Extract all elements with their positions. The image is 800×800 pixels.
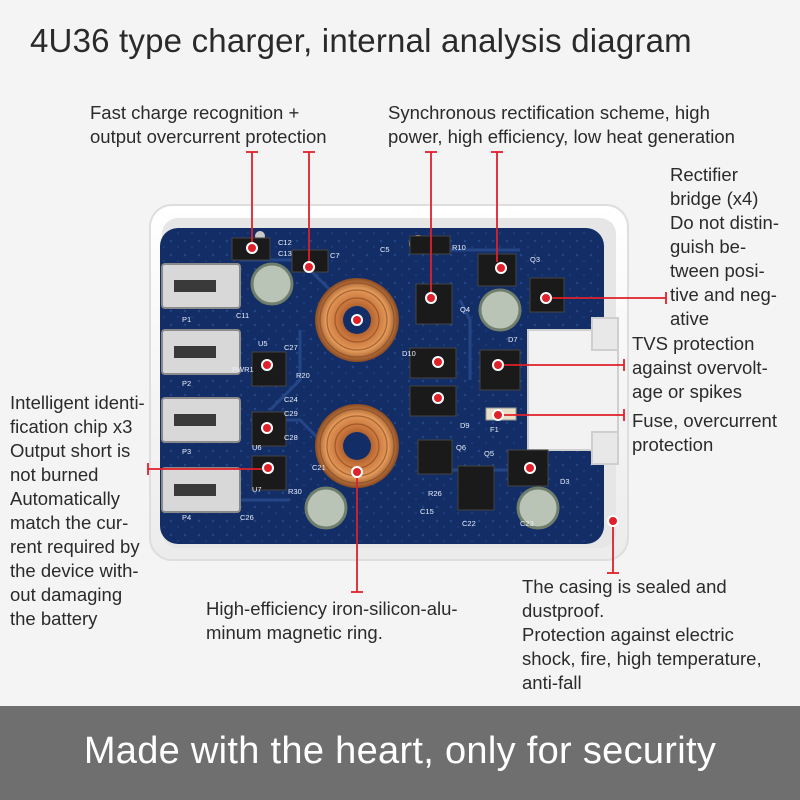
pcb-silkscreen-label: P2 — [182, 379, 191, 388]
pcb-silkscreen-label: Q3 — [530, 255, 540, 264]
pcb-silkscreen-label: P4 — [182, 513, 191, 522]
pcb-silkscreen-label: C26 — [240, 513, 254, 522]
annotation-casing: The casing is sealed and dustproof. Prot… — [522, 576, 762, 693]
pcb-silkscreen-label: D10 — [402, 349, 416, 358]
pcb-silkscreen-label: Q4 — [460, 305, 470, 314]
pcb-silkscreen-label: C12 — [278, 238, 292, 247]
marker-dot — [246, 242, 619, 527]
pcb-silkscreen-label: Q5 — [484, 449, 494, 458]
pcb-silkscreen-label: U7 — [252, 485, 262, 494]
pcb-silkscreen-label: R20 — [296, 371, 310, 380]
footer-banner: Made with the heart, only for security — [0, 706, 800, 800]
pcb-silkscreen-label: C29 — [284, 409, 298, 418]
pcb-silkscreen-label: C11 — [236, 311, 249, 320]
pcb-silkscreen-label: C7 — [330, 251, 340, 260]
annotation-tvs: TVS protection against overvolt- age or … — [632, 333, 768, 402]
pcb-silkscreen-label: C5 — [380, 245, 390, 254]
capacitor — [250, 262, 560, 530]
annotation-fuse: Fuse, overcurrent protection — [632, 410, 777, 455]
pcb-silkscreen-label: C28 — [284, 433, 298, 442]
pcb-silkscreen-label: C24 — [284, 395, 298, 404]
pcb-silkscreen-label: F1 — [490, 425, 499, 434]
pcb-silkscreen-label: C13 — [278, 249, 292, 258]
pcb-silkscreen-label: C22 — [462, 519, 476, 528]
pcb-silkscreen-label: C23 — [520, 519, 534, 528]
pcb-silkscreen-label: C15 — [420, 507, 434, 516]
page-title: 4U36 type charger, internal analysis dia… — [30, 22, 692, 59]
pcb-silkscreen-label: Q6 — [456, 443, 466, 452]
pcb-silkscreen-label: D9 — [460, 421, 470, 430]
leader-line — [147, 151, 667, 593]
pcb-silkscreen-label: P1 — [182, 315, 191, 324]
pcb-silkscreen-label: R10 — [452, 243, 466, 252]
ac-plug-module — [527, 317, 619, 465]
pcb-silkscreen-label: C21 — [312, 463, 326, 472]
pcb-silkscreen-label: P3 — [182, 447, 191, 456]
pcb-silkscreen-label: U6 — [252, 443, 262, 452]
pcb-silkscreen-label: D3 — [560, 477, 570, 486]
pcb-silkscreen-label: U5 — [258, 339, 268, 348]
pcb-silkscreen-label: R26 — [428, 489, 442, 498]
annotation-fast-charge: Fast charge recognition + output overcur… — [90, 102, 327, 147]
pcb-silkscreen-label: PWR1 — [232, 365, 254, 374]
footer-slogan: Made with the heart, only for security — [83, 730, 717, 772]
pcb-silkscreen-label: D7 — [508, 335, 518, 344]
pcb-silkscreen-label: R30 — [288, 487, 302, 496]
usb-port-slot — [174, 280, 216, 496]
annotation-sync-rectification: Synchronous rectification scheme, high p… — [388, 102, 735, 147]
pcb-silkscreen-label: C27 — [284, 343, 298, 352]
annotation-magnetic-ring: High-efficiency iron-silicon-alu- minum … — [206, 598, 458, 643]
annotation-intelligent-chip: Intelligent identi- fication chip x3 Out… — [10, 392, 145, 629]
annotation-rectifier-bridge: Rectifier bridge (x4) Do not distin- gui… — [670, 164, 779, 329]
